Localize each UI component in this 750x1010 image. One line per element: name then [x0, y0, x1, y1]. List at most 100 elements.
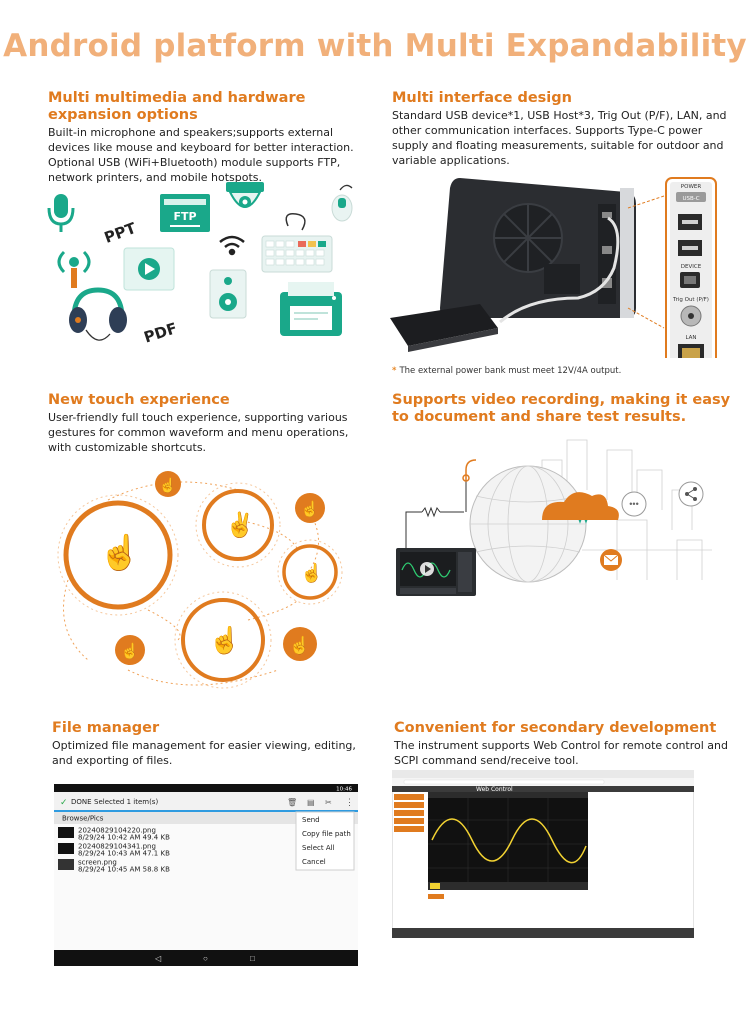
port-panel: POWER USB-C DEVICE Trig Out (P/F) LAN: [665, 177, 717, 358]
section-multimedia: Multi multimedia and hardware expansion …: [48, 90, 368, 185]
svg-text:•••: •••: [629, 499, 638, 509]
touch-heading: New touch experience: [48, 392, 230, 408]
browse-path[interactable]: Browse/Pics: [62, 815, 104, 823]
web-control-screenshot: Web Control: [392, 770, 694, 938]
hand-icon: ✌: [225, 510, 255, 539]
hand-icon: ☝: [209, 624, 241, 656]
hand-icon: ☝: [289, 635, 310, 656]
two-finger-gesture-circle: ✌: [195, 482, 281, 568]
port-device-label: DEVICE: [681, 264, 702, 270]
microphone-icon: [47, 194, 75, 232]
table-row[interactable]: 20240829104220.png 8/29/24 10:42 AM 49.4…: [58, 827, 170, 842]
video-heading: Supports video recording, making it easy…: [392, 392, 731, 425]
multimedia-body: Built-in microphone and speakers;support…: [48, 126, 354, 184]
hand-icon: ☝: [301, 562, 323, 584]
video-player-icon: [123, 247, 175, 291]
interface-body: Standard USB device*1, USB Host*3, Trig …: [392, 109, 727, 167]
svg-text:8/29/24 10:43 AM 47.1 KB: 8/29/24 10:43 AM 47.1 KB: [78, 850, 170, 858]
pinch-gesture-circle: ☝: [174, 591, 272, 689]
printer-icon: [280, 282, 342, 336]
star-icon: *: [392, 366, 397, 376]
files-heading: File manager: [52, 720, 160, 736]
speaker-box-icon: [209, 269, 247, 319]
mail-icon: [600, 549, 622, 571]
ftp-icon: FTP: [160, 194, 210, 232]
hand-icon: ☝: [159, 476, 176, 494]
oscilloscope-thumbnail: [396, 548, 476, 596]
web-control-menu[interactable]: [394, 794, 424, 832]
page-title: Android platform with Multi Expandabilit…: [3, 28, 747, 64]
multimedia-illustration: PPT FTP: [47, 182, 353, 347]
file-icon[interactable]: ▤: [307, 798, 315, 807]
files-body: Optimized file management for easier vie…: [52, 739, 356, 767]
back-nav-icon[interactable]: ◁: [155, 954, 162, 963]
port-lan-label: LAN: [685, 335, 696, 341]
interface-illustration: POWER USB-C DEVICE Trig Out (P/F) LAN: [390, 177, 717, 358]
cut-icon[interactable]: ✂: [325, 798, 332, 807]
wifi-icon: [219, 235, 245, 256]
mouse-icon: [331, 184, 353, 222]
ppt-label: PPT: [102, 219, 139, 247]
speaker-icon: [57, 250, 91, 288]
menu-item-send[interactable]: Send: [302, 816, 320, 824]
tap-gesture-circle: ☝: [277, 539, 343, 605]
menu-item-cancel[interactable]: Cancel: [302, 858, 326, 866]
port-usbc-label: USB-C: [682, 196, 699, 202]
svg-text:20240829104220.png: 20240829104220.png: [78, 827, 156, 835]
svg-text:8/29/24 10:45 AM 58.8 KB: 8/29/24 10:45 AM 58.8 KB: [78, 866, 170, 874]
power-bank-note: *The external power bank must meet 12V/4…: [392, 366, 622, 376]
video-recording-illustration: •••: [396, 439, 712, 596]
svg-text:20240829104341.png: 20240829104341.png: [78, 843, 156, 851]
section-video: Supports video recording, making it easy…: [392, 392, 732, 426]
home-nav-icon[interactable]: ○: [203, 954, 208, 963]
status-time: 10:46: [336, 787, 352, 793]
interface-heading: Multi interface design: [392, 90, 572, 106]
done-check-icon[interactable]: ✓: [60, 797, 68, 807]
pdf-label: PDF: [142, 319, 180, 347]
scope-display: [428, 792, 588, 890]
svg-text:8/29/24 10:42 AM 49.4 KB: 8/29/24 10:42 AM 49.4 KB: [78, 834, 170, 842]
ftp-label: FTP: [173, 210, 196, 223]
small-gesture-badge-3: ☝: [115, 635, 145, 665]
port-power-label: POWER: [681, 184, 702, 190]
cloud-icon: [542, 492, 619, 520]
section-development: Convenient for secondary development The…: [394, 720, 734, 768]
section-interface: Multi interface design Standard USB devi…: [392, 90, 732, 168]
table-row[interactable]: screen.png 8/29/24 10:45 AM 58.8 KB: [58, 859, 170, 874]
touch-gesture-diagram: ☝ ✌ ☝ ☝ ☝ ☝ ☝ ☝: [57, 471, 343, 689]
menu-item-select-all[interactable]: Select All: [302, 844, 335, 852]
file-manager-screenshot: 10:46 ✓ DONE Selected 1 item(s) 🗑 ▤ ✂ ⋮ …: [54, 784, 358, 966]
more-icon[interactable]: ⋮: [345, 797, 354, 807]
section-file-manager: File manager Optimized file management f…: [52, 720, 372, 768]
table-row[interactable]: 20240829104341.png 8/29/24 10:43 AM 47.1…: [58, 843, 170, 858]
selected-count: Selected 1 item(s): [94, 798, 158, 806]
hand-icon: ☝: [301, 499, 320, 518]
chat-bubble-icon: •••: [621, 491, 647, 517]
send-command-button[interactable]: [428, 894, 444, 899]
power-bank: [390, 304, 498, 352]
port-trig-label: Trig Out (P/F): [672, 297, 709, 303]
dev-body: The instrument supports Web Control for …: [394, 739, 728, 767]
menu-item-copy-path[interactable]: Copy file path: [302, 830, 351, 838]
delete-icon[interactable]: 🗑: [287, 798, 297, 807]
multimedia-heading: Multi multimedia and hardware expansion …: [48, 90, 306, 123]
oscilloscope-back: [440, 178, 636, 318]
headphones-icon: [69, 287, 127, 341]
globe-icon: [469, 465, 587, 583]
small-gesture-badge-4: ☝: [283, 627, 317, 661]
touch-body: User-friendly full touch experience, sup…: [48, 411, 349, 454]
small-gesture-badge-2: ☝: [295, 493, 325, 523]
recent-nav-icon[interactable]: □: [250, 954, 255, 963]
web-control-title: Web Control: [476, 786, 513, 793]
hand-icon: ☝: [121, 641, 140, 660]
context-menu: Send Copy file path Select All Cancel: [295, 811, 355, 871]
section-touch: New touch experience User-friendly full …: [48, 392, 368, 455]
dev-heading: Convenient for secondary development: [394, 720, 717, 736]
keyboard-icon: [261, 213, 333, 273]
small-gesture-badge-1: ☝: [155, 471, 181, 497]
hand-icon: ☝: [99, 532, 141, 573]
camera-icon: [226, 182, 264, 208]
swipe-gesture-circle: ☝: [57, 494, 179, 616]
svg-text:screen.png: screen.png: [78, 859, 117, 867]
done-button[interactable]: DONE: [71, 798, 92, 806]
